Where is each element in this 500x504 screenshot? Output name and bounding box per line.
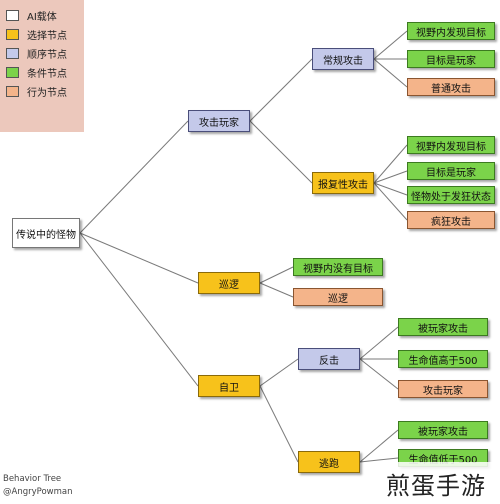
edge-defense-counter (259, 358, 299, 387)
legend: AI载体 选择节点 顺序节点 条件节点 行为节点 (0, 0, 84, 132)
root-node: 传说中的怪物 (12, 218, 80, 248)
edge-root-attack (79, 120, 189, 234)
edge-root-patrol (79, 232, 199, 284)
legend-swatch-yellow (6, 29, 19, 40)
na-target-condition: 目标是玩家 (407, 50, 495, 68)
edge-revenge-ra2 (373, 170, 408, 184)
edge-defense-flee (259, 385, 299, 463)
attack-player-node: 攻击玩家 (188, 110, 250, 132)
ra-frenzy-attack-action: 疯狂攻击 (407, 211, 495, 229)
ct-attack-player-action: 攻击玩家 (398, 380, 488, 398)
ct-attacked-condition: 被玩家攻击 (398, 318, 488, 336)
pt-no-target-condition: 视野内没有目标 (293, 258, 383, 276)
revenge-attack-node: 报复性攻击 (312, 172, 374, 194)
watermark: 煎蛋手游 (372, 462, 500, 504)
legend-item-carrier: AI载体 (6, 6, 84, 25)
fl-attacked-condition: 被玩家攻击 (398, 421, 488, 439)
ra-visible-condition: 视野内发现目标 (407, 136, 495, 154)
legend-item-selector: 选择节点 (6, 25, 84, 44)
edge-revenge-ra1 (373, 144, 408, 184)
legend-swatch-green (6, 67, 19, 78)
na-visible-condition: 视野内发现目标 (407, 22, 495, 40)
edge-revenge-ra4 (373, 182, 408, 221)
edge-counter-ct1 (359, 326, 399, 360)
patrol-node: 巡逻 (198, 272, 260, 294)
na-normal-attack-action: 普通攻击 (407, 78, 495, 96)
legend-label: AI载体 (27, 12, 57, 23)
legend-item-condition: 条件节点 (6, 63, 84, 82)
legend-item-action: 行为节点 (6, 82, 84, 101)
edge-revenge-ra3 (373, 182, 408, 196)
legend-swatch-orange (6, 86, 19, 97)
edge-normal-na1 (373, 30, 408, 60)
legend-swatch-white (6, 10, 19, 21)
pt-patrol-action: 巡逻 (293, 288, 383, 306)
legend-label: 顺序节点 (27, 50, 67, 61)
legend-item-sequence: 顺序节点 (6, 44, 84, 63)
legend-label: 选择节点 (27, 31, 67, 42)
legend-label: 行为节点 (27, 88, 67, 99)
edge-patrol-pt1 (259, 266, 294, 284)
edge-attack-revenge (249, 120, 313, 184)
self-defense-node: 自卫 (198, 375, 260, 397)
flee-node: 逃跑 (298, 451, 360, 473)
edge-normal-na3 (373, 58, 408, 88)
edge-attack-normal (249, 58, 313, 122)
ra-target-condition: 目标是玩家 (407, 162, 495, 180)
normal-attack-node: 常规攻击 (312, 48, 374, 70)
ct-hp-above-condition: 生命值高于500 (398, 350, 488, 368)
ra-frenzy-condition: 怪物处于发狂状态 (407, 186, 495, 204)
legend-label: 条件节点 (27, 69, 67, 80)
caption-title: Behavior Tree (3, 474, 62, 484)
edge-patrol-pt2 (259, 282, 294, 298)
edge-counter-ct3 (359, 358, 399, 390)
legend-swatch-lavender (6, 48, 19, 59)
edge-root-defense (79, 232, 199, 387)
caption-author: @AngryPowman (3, 487, 73, 497)
edge-flee-fl2 (359, 457, 399, 463)
edge-flee-fl1 (359, 429, 399, 463)
counter-attack-node: 反击 (298, 348, 360, 370)
